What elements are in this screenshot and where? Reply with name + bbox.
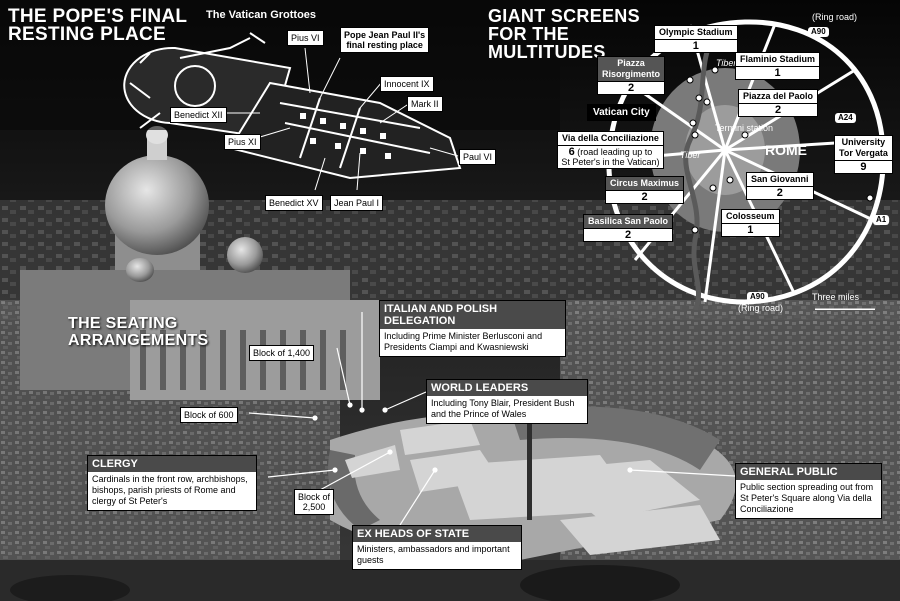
tiber-label-top: Tiber [716, 58, 737, 68]
label-pius-xi: Pius XI [224, 134, 261, 150]
seating-heading-line2: ARRANGEMENTS [68, 332, 209, 349]
label-innocent-ix: Innocent IX [380, 76, 434, 92]
road-a90-top: A90 [808, 27, 829, 37]
screen-flaminio-stadium: Flaminio Stadium 1 [735, 52, 821, 80]
tor-vergata-name-2: Tor Vergata [839, 148, 888, 158]
ring-road-bottom-label: (Ring road) [738, 303, 784, 313]
grottoes-floor-plan [123, 32, 462, 191]
screen-san-giovanni: San Giovanni 2 [746, 172, 814, 200]
flaminio-count: 1 [736, 66, 820, 79]
conciliazione-note1: (road leading up to [577, 147, 653, 157]
screens-title-line2: FOR THE [488, 24, 570, 44]
tor-vergata-name-1: University [841, 137, 886, 147]
label-block-600: Block of 600 [180, 407, 238, 423]
label-jp2-resting-place: Pope Jean Paul II's final resting place [340, 27, 430, 53]
olympic-name: Olympic Stadium [659, 27, 733, 37]
giovanni-name: San Giovanni [751, 174, 809, 184]
basilica-name: Basilica San Paolo [584, 215, 673, 228]
italian-body: Including Prime Minister Berlusconi and … [384, 331, 543, 352]
tor-vergata-count: 9 [835, 160, 892, 173]
general-head: GENERAL PUBLIC [736, 464, 881, 480]
risorgimento-name-2: Risorgimento [602, 69, 661, 79]
screens-title-line1: GIANT SCREENS [488, 6, 640, 26]
popolo-count: 2 [739, 103, 818, 116]
label-block-1400: Block of 1,400 [249, 345, 315, 361]
label-mark-ii: Mark II [407, 96, 443, 112]
flaminio-name: Flaminio Stadium [740, 54, 816, 64]
ring-road-top-label: (Ring road) [812, 12, 858, 22]
screen-olympic-stadium: Olympic Stadium 1 [654, 25, 738, 53]
category-general-public: GENERAL PUBLIC Public section spreading … [735, 463, 882, 519]
risorgimento-count: 2 [598, 81, 665, 94]
italian-head-1: ITALIAN AND POLISH [384, 303, 498, 315]
screen-basilica-san-paolo: Basilica San Paolo 2 [583, 214, 674, 242]
label-block-2500: Block of 2,500 [294, 489, 335, 515]
conciliazione-name: Via della Conciliazione [562, 133, 659, 143]
giovanni-count: 2 [747, 186, 813, 199]
colosseum-name: Colosseum [726, 211, 775, 221]
block-2500-line2: 2,500 [302, 502, 326, 512]
conciliazione-count: 6 [568, 146, 575, 158]
world-body: Including Tony Blair, President Bush and… [431, 398, 575, 419]
label-benedict-xv: Benedict XV [265, 195, 323, 211]
conciliazione-detail: 6 (road leading up to St Peter's in the … [558, 145, 663, 168]
ex-heads-body: Ministers, ambassadors and important gue… [357, 544, 510, 565]
screen-colosseum: Colosseum 1 [721, 209, 780, 237]
colosseum-count: 1 [722, 223, 779, 236]
category-world-leaders: WORLD LEADERS Including Tony Blair, Pres… [426, 379, 588, 424]
seating-heading-line1: THE SEATING [68, 315, 178, 332]
screen-circus-maximus: Circus Maximus 2 [605, 176, 685, 204]
screen-vatican-city: Vatican City [587, 104, 656, 121]
screen-via-conciliazione: Via della Conciliazione 6 (road leading … [557, 131, 664, 169]
block-2500-line1: Block of [298, 492, 331, 502]
screens-title-line3: MULTITUDES [488, 42, 606, 62]
grottoes-heading: The Vatican Grottoes [206, 9, 317, 21]
rome-label: ROME [765, 142, 807, 158]
main-title-line2: RESTING PLACE [8, 24, 167, 45]
screen-piazza-del-paolo: Piazza del Paolo 2 [738, 89, 819, 117]
road-a90-bottom: A90 [747, 292, 768, 302]
road-a1: A1 [873, 215, 890, 225]
jp2-line1: Pope Jean Paul II's [344, 30, 426, 40]
label-jean-paul-i: Jean Paul I [330, 195, 384, 211]
road-a24: A24 [835, 113, 856, 123]
category-ex-heads-of-state: EX HEADS OF STATE Ministers, ambassadors… [352, 525, 522, 570]
jp2-line2: final resting place [346, 40, 423, 50]
termini-station-label: Termini station [715, 123, 774, 133]
scale-label: Three miles [812, 292, 860, 302]
italian-head-2: DELEGATION [384, 315, 456, 327]
conciliazione-note2: St Peter's in the Vatican) [561, 157, 660, 167]
clergy-head: CLERGY [88, 456, 256, 472]
main-title-line1: THE POPE'S FINAL [8, 6, 188, 27]
basilica-count: 2 [584, 228, 673, 241]
circus-name: Circus Maximus [606, 177, 684, 190]
tiber-label-mid: Tiber [680, 150, 701, 160]
clergy-body: Cardinals in the front row, archbishops,… [92, 474, 248, 506]
circus-count: 2 [606, 190, 684, 203]
label-benedict-xii: Benedict XII [170, 107, 227, 123]
risorgimento-name-1: Piazza [617, 58, 645, 68]
olympic-count: 1 [655, 39, 737, 52]
popolo-name: Piazza del Paolo [743, 91, 814, 101]
vatican-name: Vatican City [588, 105, 655, 120]
general-body: Public section spreading out from St Pet… [740, 482, 874, 514]
category-clergy: CLERGY Cardinals in the front row, archb… [87, 455, 257, 511]
ex-heads-head: EX HEADS OF STATE [353, 526, 521, 542]
label-pius-vi: Pius VI [287, 30, 324, 46]
world-head: WORLD LEADERS [427, 380, 587, 396]
label-paul-vi: Paul VI [459, 149, 497, 165]
